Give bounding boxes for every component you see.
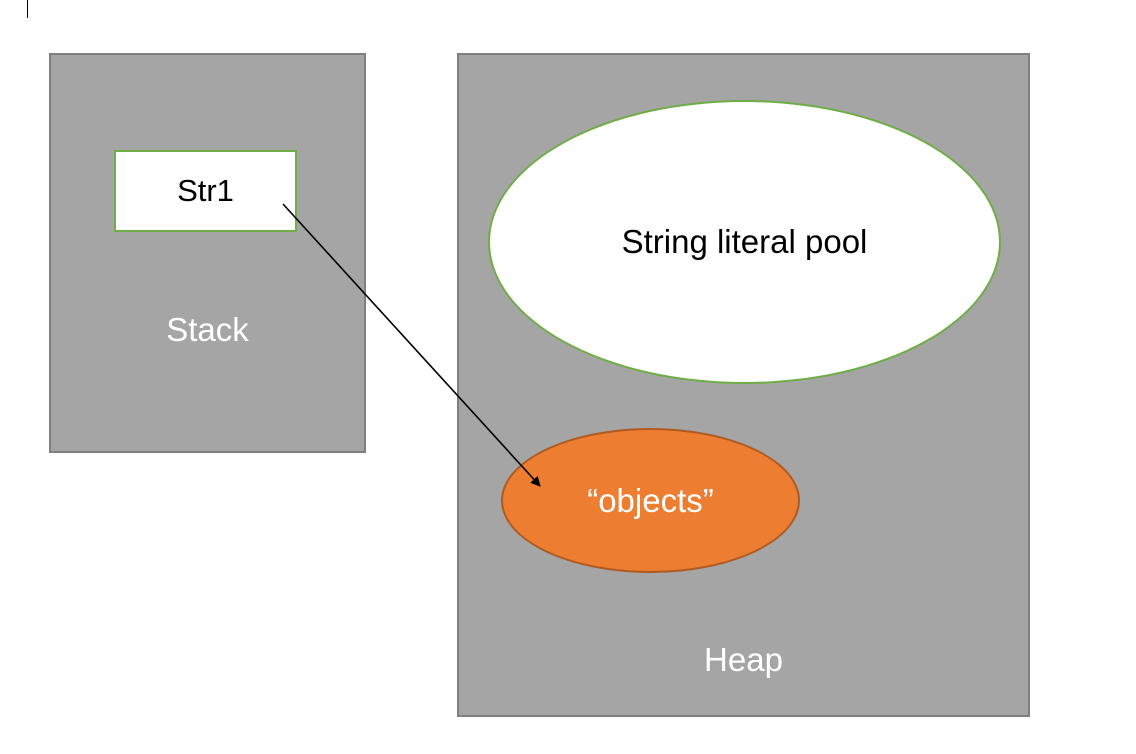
objects-ellipse: “objects”: [501, 428, 800, 573]
string-literal-pool-label: String literal pool: [621, 223, 868, 260]
stack-region: Stack: [49, 53, 366, 453]
objects-label: “objects”: [587, 481, 714, 519]
str1-variable-box: Str1: [114, 150, 297, 232]
string-literal-pool: String literal pool: [488, 100, 1001, 384]
heap-label: Heap: [704, 641, 783, 678]
str1-variable-label: Str1: [177, 173, 234, 208]
text-cursor: [27, 0, 28, 18]
stack-label: Stack: [166, 311, 249, 348]
